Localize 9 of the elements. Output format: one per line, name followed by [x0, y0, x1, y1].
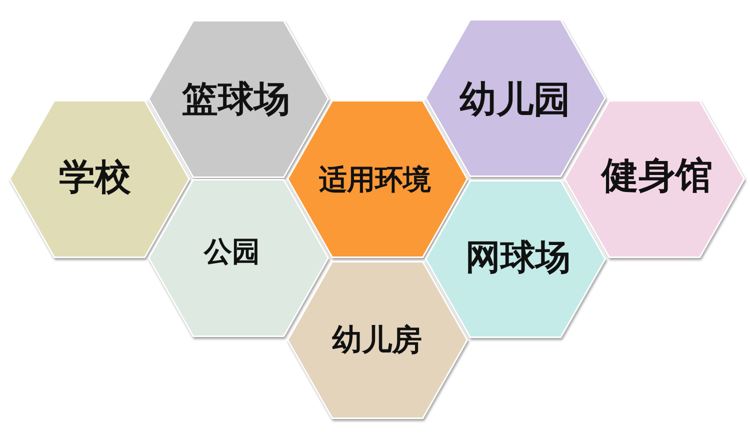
tile-label: 健身馆 — [602, 156, 712, 196]
tile-label: 适用环境 — [319, 164, 431, 196]
tile-label: 幼儿园 — [460, 80, 570, 120]
tile-label: 篮球场 — [182, 80, 290, 120]
tile-label: 幼儿房 — [332, 324, 422, 356]
tile-label: 网球场 — [466, 238, 570, 278]
tile-label: 学校 — [59, 158, 131, 198]
hexagon-tile — [286, 261, 468, 419]
tile-label: 公园 — [204, 236, 260, 268]
